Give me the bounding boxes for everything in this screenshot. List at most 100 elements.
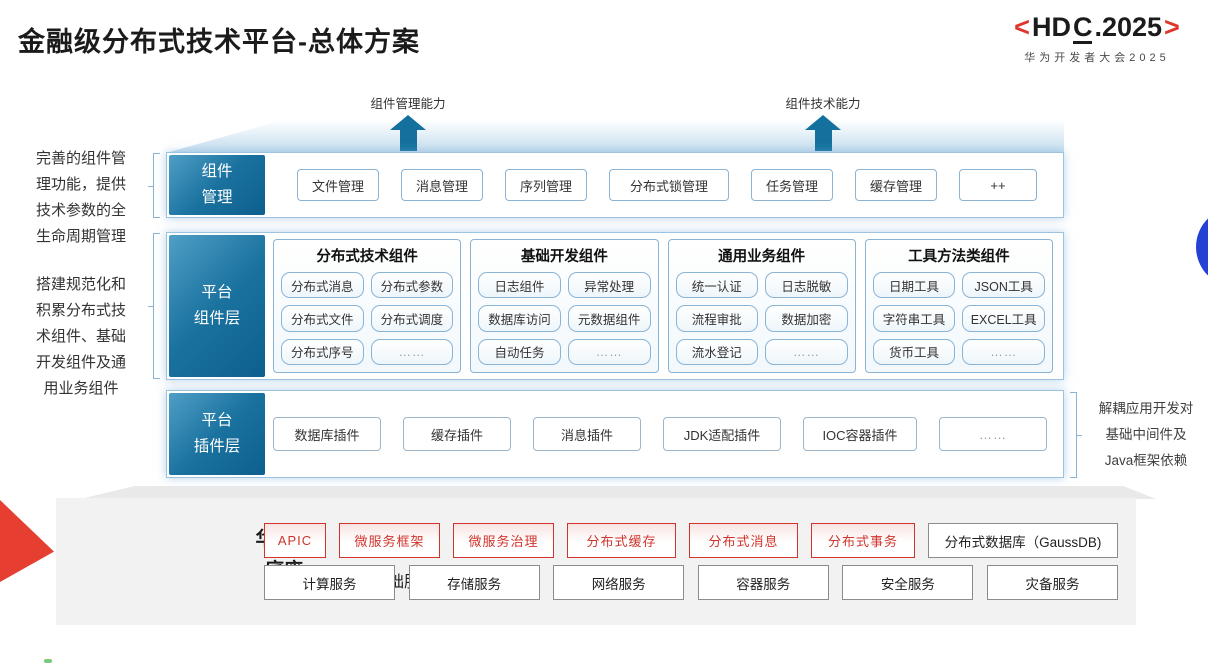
cell-log-masking: 日志脱敏 [765,272,848,299]
group-distributed-tech: 分布式技术组件 分布式消息 分布式参数 分布式文件 分布式调度 分布式序号 …… [273,239,462,373]
chip-task-management: 任务管理 [751,169,833,201]
chip-jdk-adapter-plugin: JDK适配插件 [663,417,781,451]
chip-cache-management: 缓存管理 [855,169,937,201]
layer-component-management: 组件 管理 文件管理 消息管理 序列管理 分布式锁管理 任务管理 缓存管理 ++ [166,152,1064,218]
iaas-network: 网络服务 [553,565,685,600]
layer-platform-plugins: 平台 插件层 数据库插件 缓存插件 消息插件 JDK适配插件 IOC容器插件 …… [166,390,1064,478]
cell-auto-task: 自动任务 [478,338,561,365]
red-wedge-icon [0,500,54,582]
cell-ellipsis: …… [962,338,1045,365]
arrow-technical-capability: 组件技术能力 [763,93,883,151]
layer-label-platform-plugins: 平台 插件层 [169,393,265,475]
cell-distributed-file: 分布式文件 [281,305,364,332]
group-grid: 日志组件 异常处理 数据库访问 元数据组件 自动任务 …… [478,272,651,365]
up-arrow-stem [814,130,832,151]
up-arrow-stem [399,130,417,151]
cell-data-encryption: 数据加密 [765,305,848,332]
iaas-security: 安全服务 [842,565,974,600]
group-title: 基础开发组件 [520,249,608,265]
iaas-container: 容器服务 [697,565,829,600]
chip-file-management: 文件管理 [297,169,379,201]
cell-process-approval: 流程审批 [675,305,759,332]
chip-distributed-lock-management: 分布式锁管理 [609,169,729,201]
logo-text-pre: HD [1031,12,1071,42]
bracket-row1 [148,153,160,218]
foundation-top-face [79,486,1156,499]
paas-apic: APIC [264,523,326,558]
up-arrow-icon [805,115,841,130]
green-dot-decoration [44,659,52,663]
cell-distributed-parameter: 分布式参数 [370,272,454,299]
arrow-technical-label: 组件技术能力 [785,97,861,111]
iaas-compute: 计算服务 [264,565,395,600]
cell-date-tool: 日期工具 [872,272,956,299]
chip-ioc-container-plugin: IOC容器插件 [803,417,917,451]
note-component-management: 完善的组件管 理功能，提供 技术参数的全 生命周期管理 [35,150,126,245]
arrow-management-label: 组件管理能力 [370,97,446,111]
chip-more-plus: ++ [959,169,1037,201]
layer-platform-components: 平台 组件层 分布式技术组件 分布式消息 分布式参数 分布式文件 分布式调度 分… [166,232,1064,380]
bracket-tick [1076,435,1082,436]
bracket-tick [148,306,154,307]
blue-circle-decoration [1196,207,1208,287]
cell-exception-handling: 异常处理 [567,272,651,299]
iaas-storage: 存储服务 [408,565,540,600]
page-title: 金融级分布式技术平台-总体方案 [18,27,420,57]
cell-ellipsis: …… [370,338,454,365]
bracket-plugins-note [1070,392,1082,478]
cell-ellipsis: …… [567,338,651,365]
paas-distributed-transaction: 分布式事务 [811,523,915,558]
paas-services-row: APIC 微服务框架 微服务治理 分布式缓存 分布式消息 分布式事务 分布式数据… [264,523,1118,558]
group-tool-methods: 工具方法类组件 日期工具 JSON工具 字符串工具 EXCEL工具 货币工具 …… [864,239,1053,373]
foundation-panel [56,498,1136,625]
cell-json-tool: JSON工具 [962,272,1045,299]
paas-gaussdb: 分布式数据库（GaussDB) [928,523,1118,558]
hdc-logo-subtitle: 华为开发者大会2025 [1024,52,1170,64]
cell-distributed-message: 分布式消息 [281,272,364,299]
iaas-disaster-recovery: 灾备服务 [986,565,1118,600]
top-glow-band [166,120,1064,153]
paas-microservice-framework: 微服务框架 [339,523,440,558]
iaas-services-row: 计算服务 存储服务 网络服务 容器服务 安全服务 灾备服务 [264,565,1118,600]
group-common-business: 通用业务组件 统一认证 日志脱敏 流程审批 数据加密 流水登记 …… [667,239,856,373]
logo-text-c: C [1072,12,1093,44]
component-management-items: 文件管理 消息管理 序列管理 分布式锁管理 任务管理 缓存管理 ++ [297,153,1037,217]
paas-distributed-cache: 分布式缓存 [567,523,676,558]
cell-currency-tool: 货币工具 [872,338,956,365]
note-decouple: 解耦应用开发对 基础中间件及 Java框架依赖 [1098,401,1194,468]
cell-metadata-component: 元数据组件 [567,305,651,332]
group-title: 分布式技术组件 [316,249,418,265]
logo-text-post: .2025 [1094,12,1163,42]
logo-right-angle-icon: > [1164,12,1180,42]
component-groups: 分布式技术组件 分布式消息 分布式参数 分布式文件 分布式调度 分布式序号 ……… [273,239,1053,373]
cell-transaction-register: 流水登记 [675,338,759,365]
chip-message-plugin: 消息插件 [533,417,641,451]
chip-ellipsis: …… [939,417,1047,451]
logo-left-angle-icon: < [1014,12,1030,42]
cell-distributed-serial: 分布式序号 [281,338,364,365]
group-title: 工具方法类组件 [908,249,1010,265]
up-arrow-icon [390,115,426,130]
layer-label-platform-components: 平台 组件层 [169,235,265,377]
bracket-tick [148,185,154,187]
chip-database-plugin: 数据库插件 [273,417,381,451]
bracket-row2 [148,233,160,379]
chip-message-management: 消息管理 [401,169,483,201]
cell-log-component: 日志组件 [478,272,561,299]
chip-cache-plugin: 缓存插件 [403,417,511,451]
group-grid: 分布式消息 分布式参数 分布式文件 分布式调度 分布式序号 …… [281,272,454,365]
layer-label-component-management: 组件 管理 [169,155,265,215]
cell-unified-auth: 统一认证 [675,272,759,299]
group-title: 通用业务组件 [718,249,806,265]
cell-string-tool: 字符串工具 [872,305,956,332]
cell-distributed-scheduling: 分布式调度 [370,305,454,332]
group-basic-dev: 基础开发组件 日志组件 异常处理 数据库访问 元数据组件 自动任务 …… [470,239,659,373]
paas-distributed-message: 分布式消息 [689,523,798,558]
arrow-management-capability: 组件管理能力 [348,93,468,151]
cell-excel-tool: EXCEL工具 [962,305,1045,332]
cell-ellipsis: …… [765,338,848,365]
group-grid: 日期工具 JSON工具 字符串工具 EXCEL工具 货币工具 …… [872,272,1045,365]
group-grid: 统一认证 日志脱敏 流程审批 数据加密 流水登记 …… [675,272,848,365]
